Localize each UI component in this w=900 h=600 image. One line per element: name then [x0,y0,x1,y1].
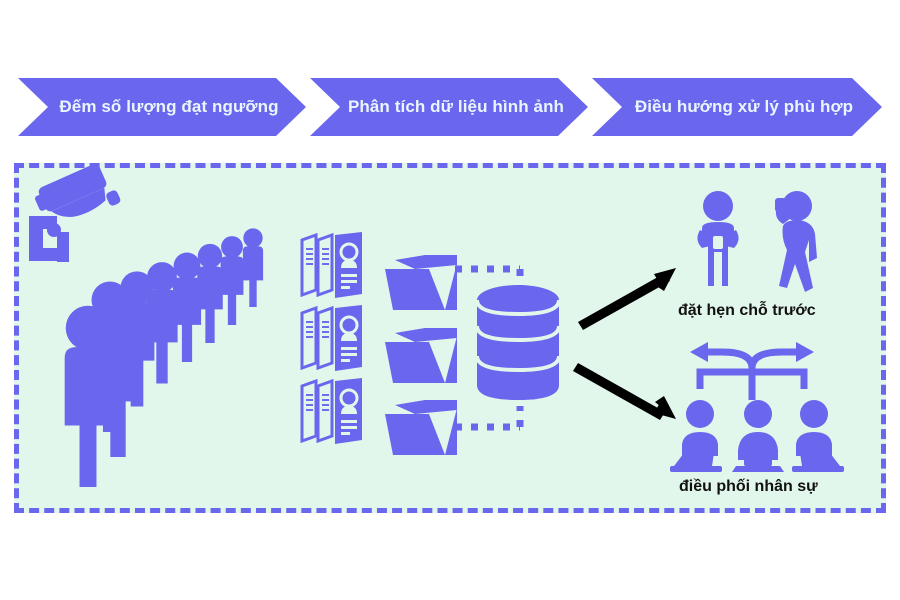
process-step-band: Đếm số lượng đạt ngưỡng Phân tích dữ liệ… [0,78,900,136]
process-step-3[interactable]: Điều hướng xử lý phù hợp [592,78,882,136]
folder-icon [385,255,457,455]
process-step-2-label: Phân tích dữ liệu hình ảnh [347,97,565,116]
standing-people-icon [697,191,817,292]
id-card-stack-icon [300,232,362,444]
person-queue-icon [64,228,264,487]
outcome-booking-label: đặt hẹn chỗ trước [678,302,816,319]
process-step-3-label: Điều hướng xử lý phù hợp [634,97,854,116]
database-cylinder-icon [475,285,561,400]
process-step-1-label: Đếm số lượng đạt ngưỡng [59,97,279,116]
process-step-1[interactable]: Đếm số lượng đạt ngưỡng [18,78,306,136]
workers-at-laptops-icon [670,342,844,472]
cctv-camera-icon [29,163,121,262]
outcome-staffing-label: điều phối nhân sự [679,478,818,495]
process-step-2[interactable]: Phân tích dữ liệu hình ảnh [310,78,588,136]
arrow-icon [573,268,676,420]
